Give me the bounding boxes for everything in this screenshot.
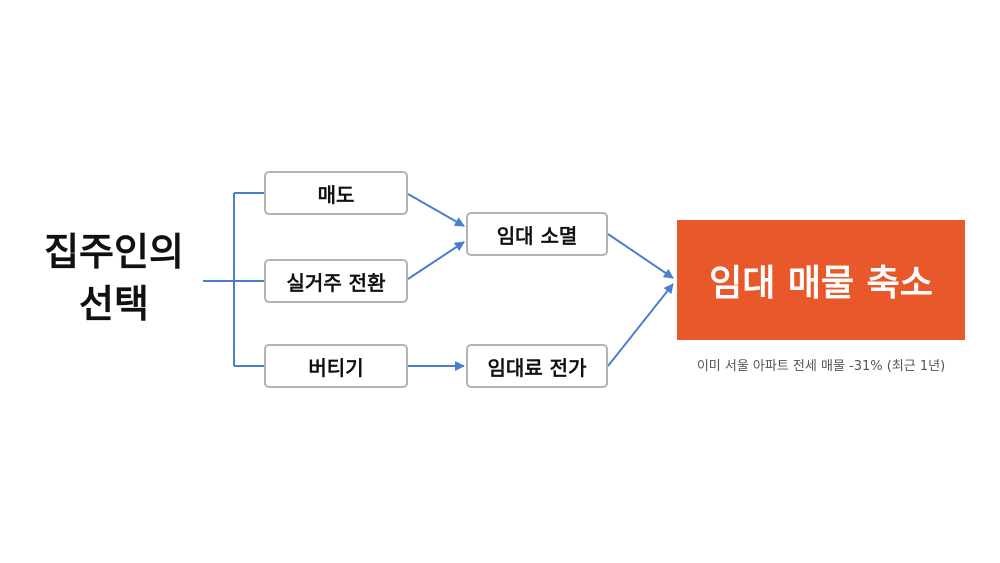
option-sell-box: 매도 — [264, 171, 408, 215]
arrow-move-to-vanish — [407, 241, 465, 280]
result-note: 이미 서울 아파트 전세 매물 -31% (최근 1년) — [696, 359, 946, 374]
option-move-in-box: 실거주 전환 — [264, 259, 408, 303]
result-box: 임대 매물 축소 — [677, 220, 965, 340]
root-label: 집주인의 선택 — [28, 226, 200, 330]
arrow-pass-to-result — [607, 283, 674, 367]
effect-rent-pass-on-box: 임대료 전가 — [466, 344, 608, 388]
root-label-line2: 선택 — [79, 282, 149, 326]
arrow-vanish-to-result — [607, 233, 674, 279]
root-label-line1: 집주인의 — [44, 230, 184, 274]
effect-rental-vanish-box: 임대 소멸 — [466, 212, 608, 256]
arrow-sell-to-vanish — [407, 193, 465, 227]
option-hold-box: 버티기 — [264, 344, 408, 388]
